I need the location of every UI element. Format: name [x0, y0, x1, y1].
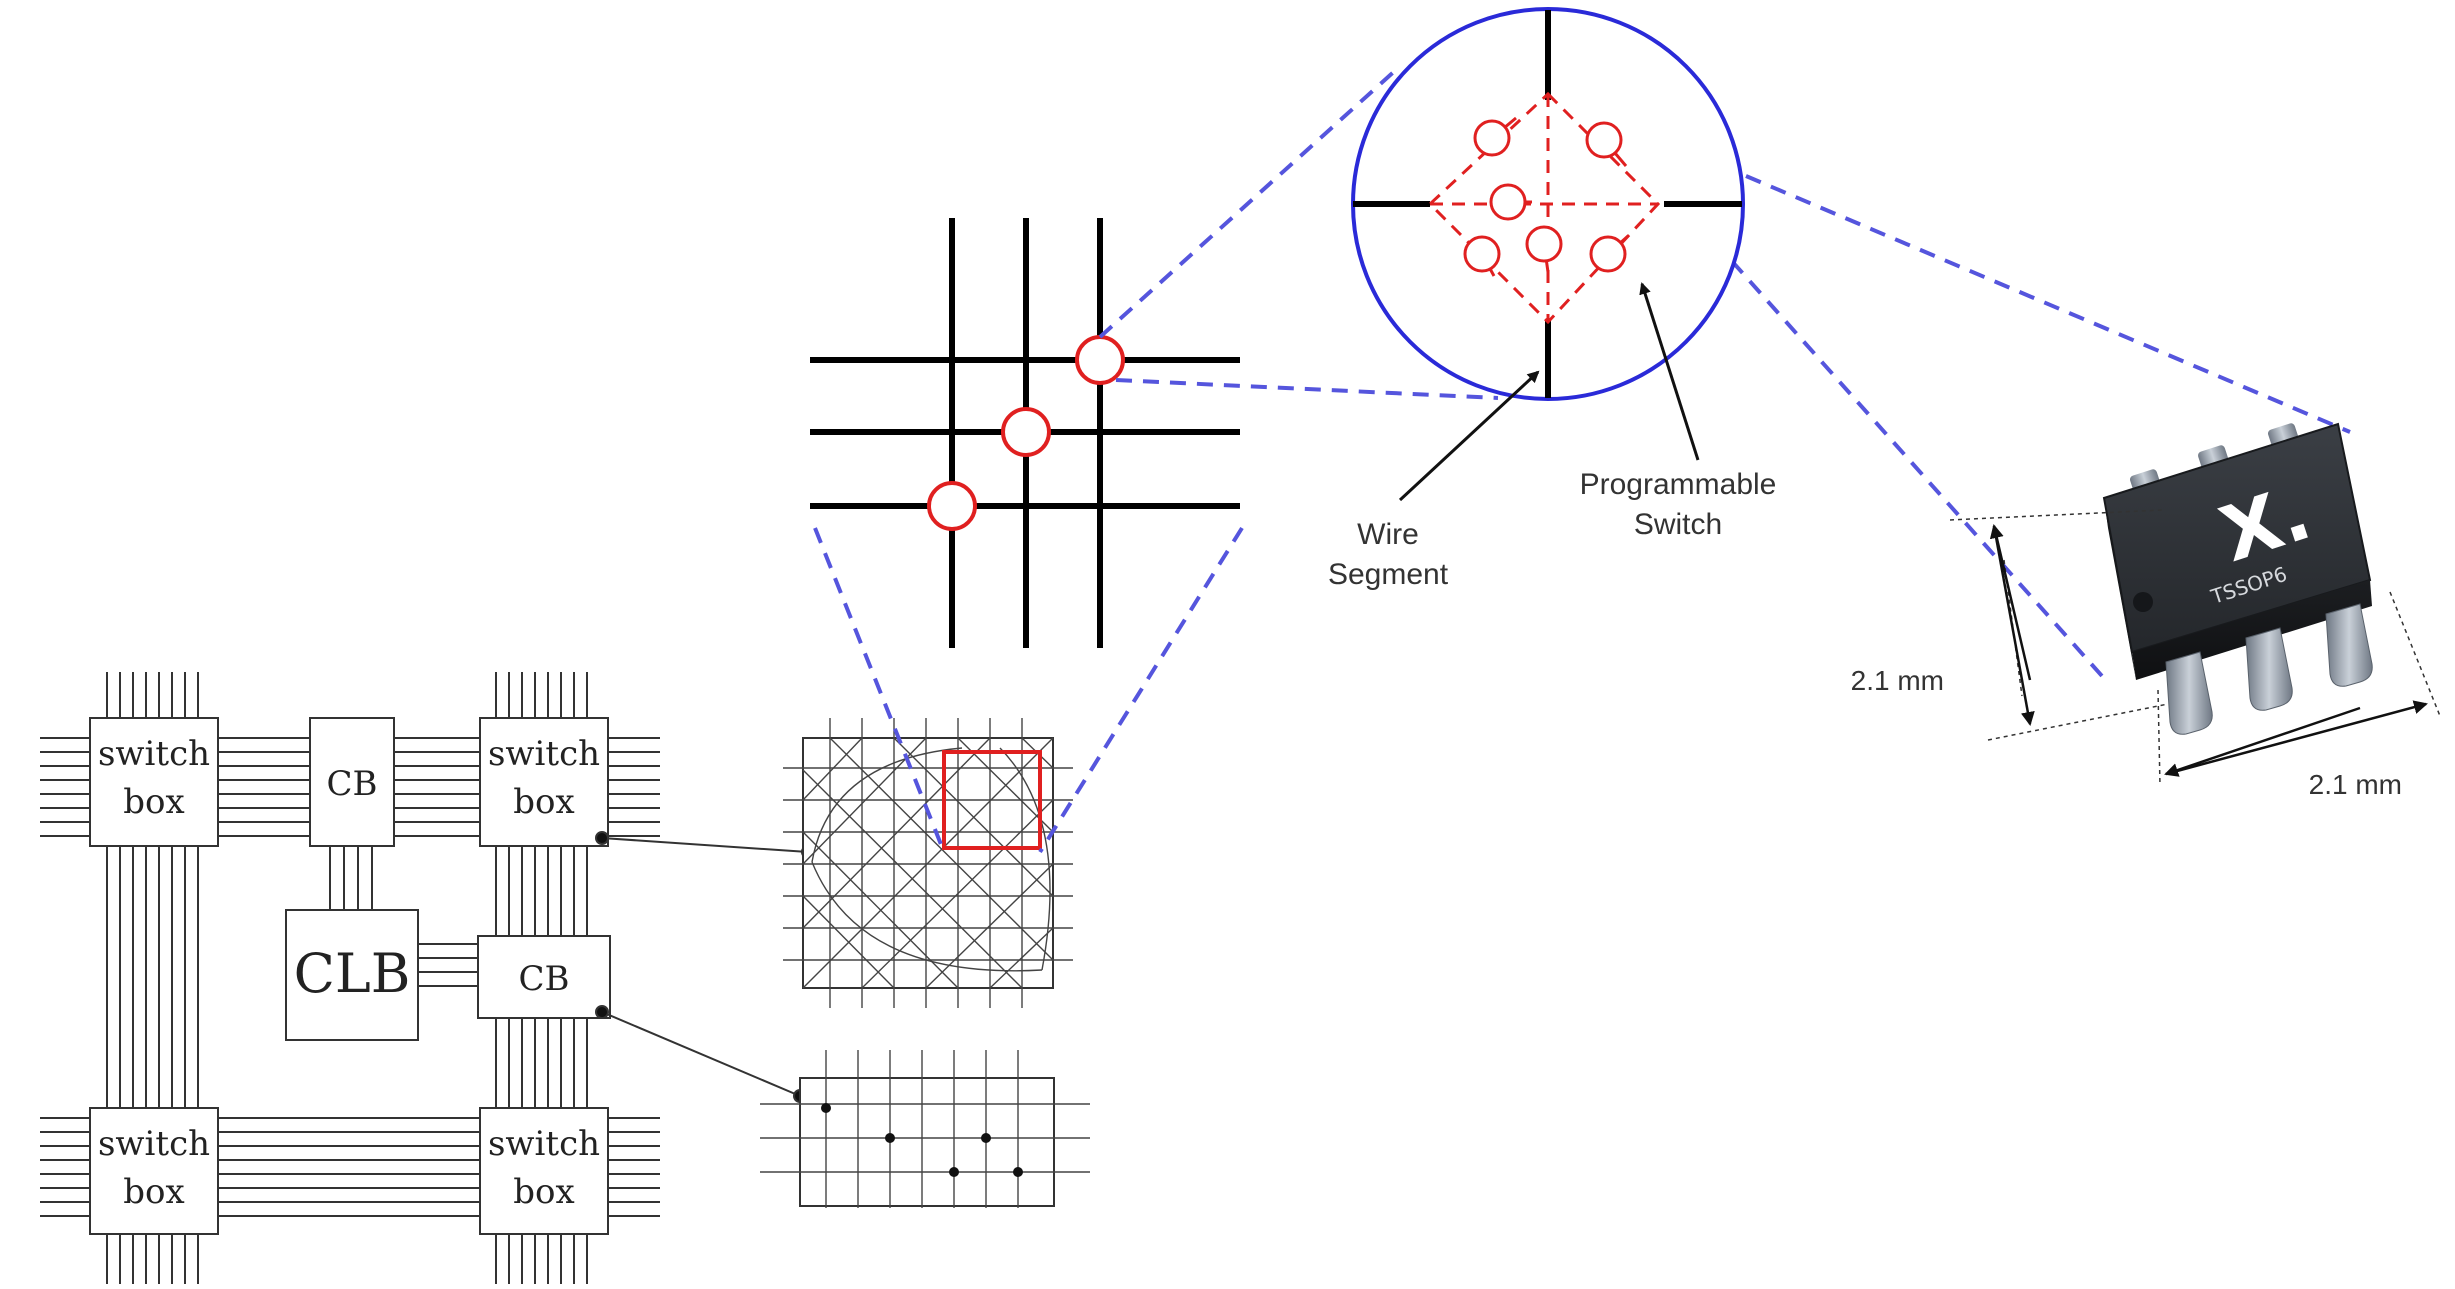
connection-block-top: CB [309, 717, 395, 847]
configurable-logic-block: CLB [285, 909, 419, 1041]
programmable-switch-label: Programmable [1580, 468, 1777, 501]
svg-text:CB: CB [327, 764, 378, 804]
svg-text:switch: switch [488, 734, 600, 774]
switch-box-bottom-right: switch box [479, 1107, 609, 1235]
connection-block-right: CB [477, 935, 611, 1019]
horizontal-channel-top [40, 737, 660, 837]
programmable-switch-label-line2: Switch [1634, 508, 1722, 541]
horizontal-channel-bottom [40, 1117, 660, 1217]
svg-text:switch: switch [98, 734, 210, 774]
zoomed-switch-matrix [810, 218, 1240, 648]
svg-text:switch: switch [488, 1124, 600, 1164]
fpga-fabric [40, 672, 660, 1284]
switch-box-bottom-left: switch box [89, 1107, 219, 1235]
switch-box-top-right: switch box [479, 717, 609, 847]
wire-segment-label: Wire [1357, 518, 1419, 551]
svg-text:box: box [513, 782, 574, 822]
svg-text:box: box [123, 1172, 184, 1212]
switch-box-top-left: switch box [89, 717, 219, 847]
zoom-connector-lines [813, 66, 2351, 854]
svg-text:switch: switch [98, 1124, 210, 1164]
height-dimension-label: 2.1 mm [1851, 665, 1944, 696]
zoom-region-highlight [942, 750, 1042, 850]
cb-to-clb-wires [329, 846, 478, 987]
width-dimension-label: 2.1 mm [2309, 769, 2402, 800]
vertical-channel-left [106, 672, 199, 1284]
connection-block-detail [760, 1050, 1090, 1208]
switch-box-detail [783, 718, 1073, 1008]
width-dimension: 2.1 mm [2157, 591, 2441, 800]
height-dimension: 2.1 mm [1851, 509, 2169, 741]
pin1-marker [2133, 592, 2153, 612]
svg-text:CLB: CLB [294, 942, 411, 1005]
svg-text:CB: CB [519, 959, 570, 999]
tssop6-chip: X. TSSOP6 2.1 mm 2.1 mm [1851, 422, 2441, 800]
programmable-switch-2 [1001, 407, 1051, 457]
svg-text:box: box [123, 782, 184, 822]
callouts: Wire Segment Programmable Switch [1328, 282, 1777, 591]
programmable-switch-1 [1075, 335, 1125, 385]
svg-text:box: box [513, 1172, 574, 1212]
programmable-switch-3 [927, 481, 977, 531]
front-leads [2165, 603, 2373, 735]
switch-zoom-circle [1351, 7, 1745, 401]
fpga-blocks: switch box switch box switch box switch … [89, 717, 611, 1235]
detail-leader-lines [595, 831, 815, 1103]
wire-segment-label-line2: Segment [1328, 558, 1449, 591]
